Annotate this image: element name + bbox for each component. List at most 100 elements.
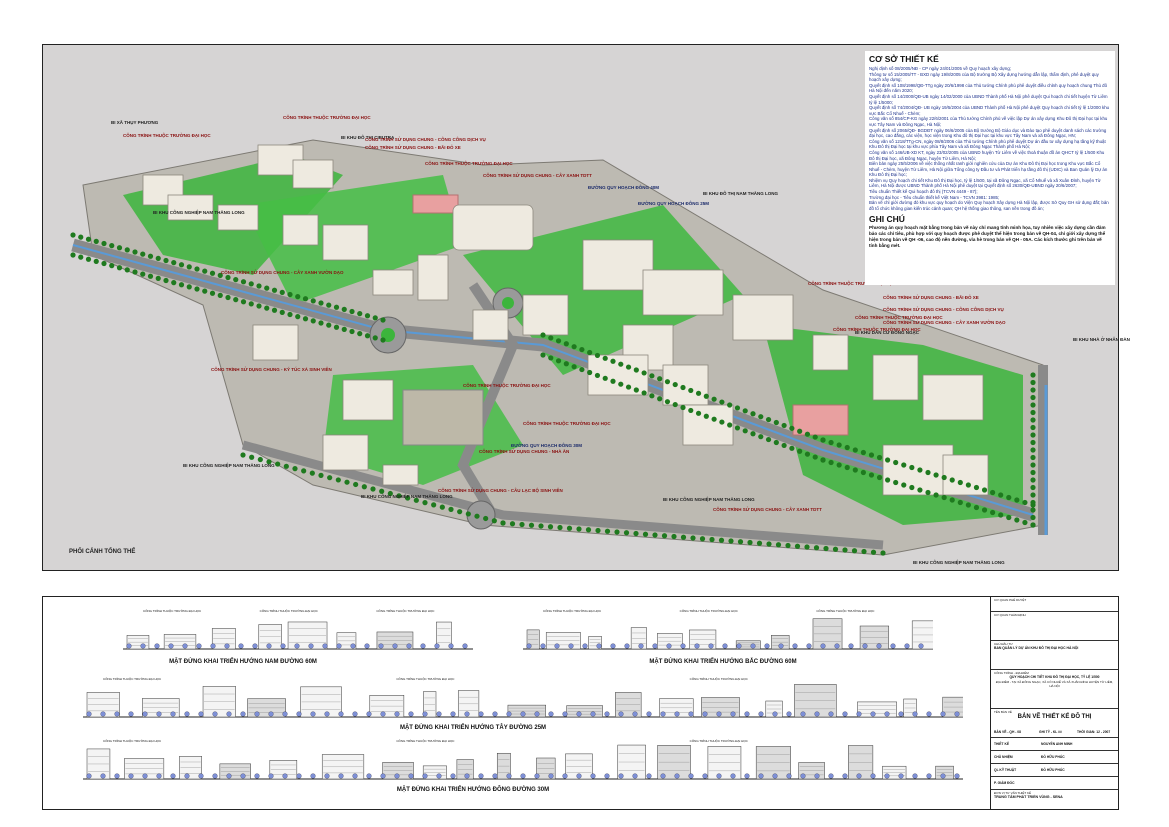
plan-label: CÔNG TRÌNH SỬ DỤNG CHUNG - CÂU LẠC BỘ SI… [438, 488, 563, 493]
design-basis-notes: CƠ SỞ THIẾT KẾ Nghị định số 08/2005/NĐ -… [865, 51, 1115, 285]
plan-label: BI KHU ĐÔ THỊ CIPUTRA [341, 135, 395, 140]
plan-label: ĐƯỜNG QUY HOẠCH ĐÔNG 30M [511, 443, 582, 448]
note-line: Công văn số 1218/TTg-CN, ngày 08/8/2006 … [869, 138, 1106, 150]
title-block: CƠ QUAN PHÊ DUYỆT CƠ QUAN THẨM ĐỊNH CHỦ … [990, 596, 1119, 810]
tb-scale: GHI TỶ - KL ## [1039, 730, 1062, 734]
notes-heading: CƠ SỞ THIẾT KẾ [869, 54, 939, 64]
elevation-caption: MẶT ĐỨNG KHAI TRIỂN HƯỚNG TÂY ĐƯỜNG 25M [399, 725, 547, 731]
elevation-caption: MẶT ĐỨNG KHAI TRIỂN HƯỚNG ĐÔNG ĐƯỜNG 30M [396, 787, 550, 793]
plan-label: CÔNG TRÌNH SỬ DỤNG CHUNG - NHÀ ĂN [479, 449, 570, 454]
tb-drawing-label: TÊN BẢN VẼ [994, 710, 1012, 714]
tb-drawing-no: BẢN VẼ - QH - 08 [994, 730, 1021, 734]
tb-role: QL KỸ THUẬT [994, 768, 1017, 772]
plan-label: CÔNG TRÌNH THUỘC TRƯỜNG ĐẠI HỌC [855, 315, 943, 320]
tb-drawing-name: BẢN VẼ THIẾT KẾ ĐÔ THỊ [1017, 714, 1092, 720]
tb-investor-label: CHỦ ĐẦU TƯ [994, 642, 1013, 646]
perspective-panel: BI XÃ THỤY PHƯƠNG CÔNG TRÌNH THUỘC TRƯỜNG… [42, 44, 1130, 571]
elevation-svg [83, 684, 966, 718]
tb-role-row: CHỦ NHIỆM ĐỖ HỮU PHÚC [991, 750, 1118, 763]
tb-approval: CƠ QUAN PHÊ DUYỆT [991, 597, 1118, 610]
ghichu-text: Phương án quy hoạch mặt bằng trong bản v… [869, 225, 1106, 248]
note-line: Trường đại học - Tiêu chuẩn thiết kế Việ… [869, 194, 1000, 200]
plan-label: CÔNG TRÌNH THUỘC TRƯỜNG ĐẠI HỌC [425, 161, 513, 166]
note-line: Tiêu chuẩn Thiết kế Qui hoạch đô thị (TC… [869, 189, 978, 195]
plan-label: ĐƯỜNG QUY HOẠCH ĐÔNG 25M [638, 201, 709, 206]
tb-investor: CHỦ ĐẦU TƯ BAN QUẢN LÝ DỰ ÁN KHU ĐÔ THỊ … [991, 640, 1118, 668]
elevation-mini-label: CÔNG TRÌNH THUỘC TRƯỜNG ĐẠI HỌC [396, 677, 455, 681]
plan-label: CÔNG TRÌNH SỬ DỤNG CHUNG - CÂY XANH TDTT [483, 173, 592, 178]
plaza-north [412, 194, 459, 214]
elevation-mini-label: CÔNG TRÌNH THUỘC TRƯỜNG ĐẠI HỌC [103, 677, 162, 681]
perspective-title: PHỐI CẢNH TỔNG THỂ [69, 549, 136, 555]
plan-label: CÔNG TRÌNH SỬ DỤNG CHUNG - KÝ TÚC XÁ SIN… [211, 367, 332, 372]
elevation-drawing: CÔNG TRÌNH THUỘC TRƯỜNG ĐẠI HỌC CÔNG TRÌN… [523, 609, 946, 655]
building-group [142, 144, 989, 496]
plan-label: CÔNG TRÌNH SỬ DỤNG CHUNG - CÂY XANH TDTT [713, 507, 822, 512]
plan-label: BI KHU ĐÔ THỊ NAM THĂNG LONG [703, 191, 778, 196]
note-line: Nghị định số 08/2005/NĐ - CP ngày 24/01/… [869, 66, 1011, 71]
tb-role: THIẾT KẾ [994, 742, 1010, 746]
tb-role: P. GIÁM ĐỐC [994, 781, 1015, 785]
tree-rows [70, 232, 1036, 556]
sports-field [402, 389, 484, 446]
tb-role-name: ĐỖ HỮU PHÚC [1041, 755, 1065, 759]
elevation-mini-label: CÔNG TRÌNH THUỘC TRƯỜNG ĐẠI HỌC [376, 609, 435, 613]
tb-approval-label: CƠ QUAN PHÊ DUYỆT [994, 598, 1027, 602]
elevation-drawing: CÔNG TRÌNH THUỘC TRƯỜNG ĐẠI HỌC CÔNG TRÌN… [83, 739, 963, 785]
tb-appraisal-label: CƠ QUAN THẨM ĐỊNH [994, 613, 1026, 617]
tb-project-label: CÔNG TRÌNH - ĐỊA ĐIỂM [994, 671, 1029, 675]
tb-appraisal: CƠ QUAN THẨM ĐỊNH [991, 611, 1118, 639]
elevation-mini-label: CÔNG TRÌNH THUỘC TRƯỜNG ĐẠI HỌC [816, 609, 875, 613]
ghichu-heading: GHI CHÚ [869, 214, 905, 225]
tb-company-label: ĐƠN VỊ TƯ VẤN THIẾT KẾ [994, 791, 1031, 795]
plan-label: CÔNG TRÌNH THUỘC TRƯỜNG ĐẠI HỌC [833, 327, 921, 332]
elevation-mini-label: CÔNG TRÌNH THUỘC TRƯỜNG ĐẠI HỌC [396, 739, 455, 743]
note-line: Quyết định số 108/1998/QĐ-TTg ngày 20/6/… [869, 82, 1108, 94]
plan-label: CÔNG TRÌNH SỬ DỤNG CHUNG - BÃI ĐỖ XE [883, 295, 979, 300]
elevation-caption: MẶT ĐỨNG KHAI TRIỂN HƯỚNG BẮC ĐƯỜNG 60M [649, 659, 797, 665]
note-line: Quyết định số 2065/QĐ- BGDĐT ngày 06/6/2… [869, 127, 1107, 139]
plan-label: CÔNG TRÌNH THUỘC TRƯỜNG ĐẠI HỌC [808, 281, 896, 286]
tb-role-name: ĐỖ HỮU PHÚC [1041, 768, 1065, 772]
elevation-mini-label: CÔNG TRÌNH THUỘC TRƯỜNG ĐẠI HỌC [143, 609, 202, 613]
site-perspective-illustration [70, 139, 1048, 556]
tb-date: THỜI GIAN: 12 - 2007 [1077, 730, 1111, 734]
plan-label: BI KHU CÔNG NGHIỆP NAM THĂNG LONG [361, 494, 453, 499]
plan-label: BI KHU CÔNG NGHIỆP NAM THĂNG LONG [913, 560, 1005, 565]
tb-role: CHỦ NHIỆM [994, 755, 1013, 759]
plan-label: ĐƯỜNG QUY HOẠCH ĐÔNG 40M [588, 185, 659, 190]
tb-investor-name: BAN QUẢN LÝ DỰ ÁN KHU ĐÔ THỊ ĐẠI HỌC HÀ … [994, 646, 1079, 650]
elevation-mini-label: CÔNG TRÌNH THUỘC TRƯỜNG ĐẠI HỌC [689, 677, 748, 681]
plan-label: CÔNG TRÌNH SỬ DỤNG CHUNG - CÂY XANH VƯỜN… [221, 270, 344, 275]
tb-project: CÔNG TRÌNH - ĐỊA ĐIỂM QUY HOẠCH CHI TIẾT… [991, 669, 1118, 707]
plan-label: CÔNG TRÌNH SỬ DỤNG CHUNG - BÃI ĐỖ XE [365, 145, 461, 150]
plan-label: BI XÃ THỤY PHƯƠNG [111, 120, 159, 125]
plan-label: CÔNG TRÌNH SỬ DỤNG CHUNG - CÔNG CÔNG DỊC… [883, 307, 1004, 312]
elevation-mini-label: CÔNG TRÌNH THUỘC TRƯỜNG ĐẠI HỌC [679, 609, 738, 613]
plan-label: CÔNG TRÌNH SỬ DỤNG CHUNG - CÂY XANH VƯỜN… [883, 320, 1006, 325]
roundabout-south [466, 500, 496, 530]
plaza-east [792, 404, 849, 436]
elevations-panel: CÔNG TRÌNH THUỘC TRƯỜNG ĐẠI HỌC CÔNG TRÌN… [42, 596, 1119, 810]
plan-label: BI KHU NHÀ Ở NHÂN ĐÀN [1073, 337, 1130, 342]
elevation-drawing: CÔNG TRÌNH THUỘC TRƯỜNG ĐẠI HỌC CÔNG TRÌN… [123, 609, 473, 655]
elevation-svg [123, 621, 473, 650]
note-line: Bản vẽ chỉ giới đường đỏ khu vực quy hoạ… [869, 200, 1109, 211]
elevation-caption: MẶT ĐỨNG KHAI TRIỂN HƯỚNG NAM ĐƯỜNG 60M [169, 659, 317, 665]
plan-label: BI KHU CÔNG NGHIỆP NAM THĂNG LONG [663, 497, 755, 502]
tb-project-location: ĐỊA ĐIỂM - TẠI XÃ ĐÔNG NGẠC, XÃ CỔ NHUẾ … [995, 680, 1114, 688]
elevation-mini-label: CÔNG TRÌNH THUỘC TRƯỜNG ĐẠI HỌC [103, 739, 162, 743]
tb-role-row: P. GIÁM ĐỐC [991, 776, 1118, 789]
tb-role-row: QL KỸ THUẬT ĐỖ HỮU PHÚC [991, 763, 1118, 776]
plan-label: BI KHU CÔNG NGHIỆP NAM THĂNG LONG [183, 463, 275, 468]
notes-list: Nghị định số 08/2005/NĐ - CP ngày 24/01/… [869, 66, 1111, 211]
tb-drawing: TÊN BẢN VẼ BẢN VẼ THIẾT KẾ ĐÔ THỊ BẢN VẼ… [991, 708, 1118, 736]
plan-label: CÔNG TRÌNH THUỘC TRƯỜNG ĐẠI HỌC [463, 383, 551, 388]
plan-label: CÔNG TRÌNH THUỘC TRƯỜNG ĐẠI HỌC [523, 421, 611, 426]
note-line: Công văn số 854/CP-KG ngày 22/6/2001 của… [869, 116, 1108, 127]
note-line: Thông tư số 15/2005/TT - BXD ngày 19/8/2… [869, 71, 1099, 83]
note-line: Quyết định số 14/2000/QĐ-UB ngày 14/02/2… [869, 93, 1108, 105]
tb-project-name: QUY HOẠCH CHI TIẾT KHU ĐÔ THỊ ĐẠI HỌC, T… [1009, 675, 1100, 679]
note-line: Quyết định số 74/2004/QĐ- UB ngày 19/5/2… [869, 105, 1110, 116]
